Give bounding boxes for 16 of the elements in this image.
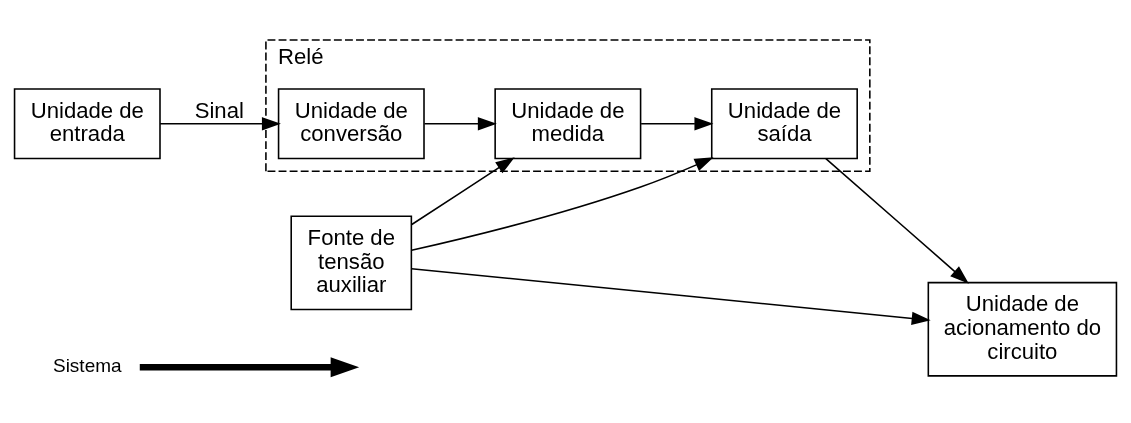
node-box: Unidade de entrada xyxy=(13,88,161,160)
node-box: Unidade de saída xyxy=(710,88,858,160)
arrow xyxy=(825,157,969,284)
node-box: Unidade de acionamento do circuito xyxy=(927,281,1118,377)
arrow xyxy=(640,117,714,131)
node-box: Unidade de conversão xyxy=(277,88,425,160)
arrow xyxy=(423,117,497,131)
arrow xyxy=(139,357,360,378)
arrow xyxy=(410,157,515,226)
node-box: Unidade de medida xyxy=(494,88,642,160)
arrow xyxy=(410,157,714,252)
node-box: Fonte de tensão auxiliar xyxy=(290,215,413,311)
edge-label: Sinal xyxy=(194,97,244,123)
node-text: Sistema xyxy=(53,355,122,377)
arrow xyxy=(159,117,281,131)
arrow xyxy=(410,267,931,326)
